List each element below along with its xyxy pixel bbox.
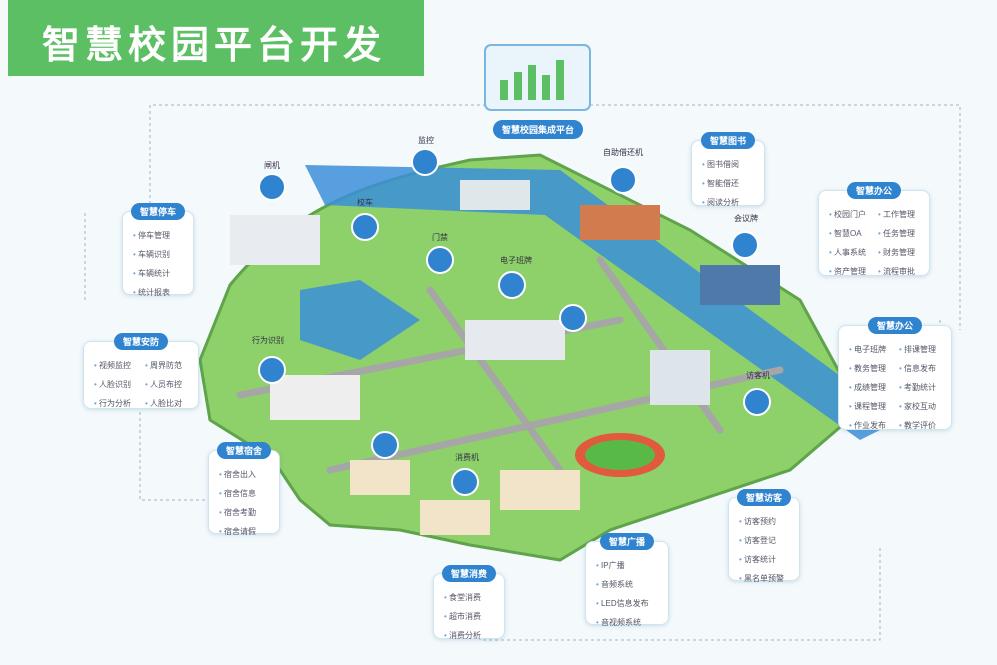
list-item: 周界防范 <box>145 356 192 375</box>
list-item: 超市消费 <box>444 607 498 626</box>
device-label-selfservice: 自助借还机 <box>603 148 643 157</box>
panel-visit-title: 智慧访客 <box>736 489 792 506</box>
device-label-face: 行为识别 <box>252 336 284 345</box>
panel-broadcast: 智慧广播 IP广播 音频系统 LED信息发布 音视频系统 <box>585 533 669 627</box>
list-item: 考勤统计 <box>899 378 945 397</box>
panel-security-title: 智慧安防 <box>113 333 169 350</box>
list-item: 车辆识别 <box>133 245 187 264</box>
list-item: 成绩管理 <box>849 378 895 397</box>
list-item: 音视频系统 <box>596 613 662 632</box>
list-item: 人脸识别 <box>94 375 141 394</box>
device-label-visitor: 访客机 <box>746 371 770 380</box>
device-label-ecard: 电子班牌 <box>500 256 532 265</box>
panel-consume: 智慧消费 食堂消费 超市消费 消费分析 <box>433 565 505 640</box>
panel-dorm-title: 智慧宿舍 <box>216 442 272 459</box>
list-item: 人员布控 <box>145 375 192 394</box>
sports-field <box>585 440 655 470</box>
panel-visit: 智慧访客 访客预约 访客登记 访客统计 黑名单预警 <box>728 489 800 583</box>
panel-admin-title: 智慧办公 <box>846 182 902 199</box>
list-item: 排课管理 <box>899 340 945 359</box>
list-item: 黑名单预警 <box>739 569 793 588</box>
list-item: 消费分析 <box>444 626 498 645</box>
device-label-monitor: 监控 <box>418 136 434 145</box>
list-item: 家校互动 <box>899 397 945 416</box>
list-item: 财务管理 <box>878 243 923 262</box>
list-item: 阅读分析 <box>702 193 758 212</box>
list-item: 工作管理 <box>878 205 923 224</box>
list-item: 任务管理 <box>878 224 923 243</box>
panel-library-title: 智慧图书 <box>700 132 756 149</box>
panel-broadcast-title: 智慧广播 <box>599 533 655 550</box>
list-item: IP广播 <box>596 556 662 575</box>
list-item: 访客登记 <box>739 531 793 550</box>
list-item: 人脸比对 <box>145 394 192 413</box>
device-label-door: 门禁 <box>432 233 448 242</box>
list-item: 宿舍请假 <box>219 522 273 541</box>
list-item: 访客统计 <box>739 550 793 569</box>
list-item: 宿舍考勤 <box>219 503 273 522</box>
list-item: 人事系统 <box>829 243 874 262</box>
panel-security: 智慧安防 视频监控 周界防范 人脸识别 人员布控 行为分析 人脸比对 <box>83 333 199 409</box>
platform-label: 智慧校园集成平台 <box>493 120 584 139</box>
list-item: 教学评价 <box>899 416 945 435</box>
list-item: 行为分析 <box>94 394 141 413</box>
list-item: 停车管理 <box>133 226 187 245</box>
panel-library: 智慧图书 图书借阅 智能借还 阅读分析 <box>691 132 765 207</box>
list-item: 食堂消费 <box>444 588 498 607</box>
device-label-pos: 消费机 <box>455 453 479 462</box>
list-item: 视频监控 <box>94 356 141 375</box>
buildings <box>230 180 780 535</box>
list-item: 智能借还 <box>702 174 758 193</box>
list-item: 教务管理 <box>849 359 895 378</box>
platform-chart <box>500 60 564 100</box>
list-item: 课程管理 <box>849 397 895 416</box>
device-label-meeting: 会议牌 <box>734 214 758 223</box>
panel-parking: 智慧停车 停车管理 车辆识别 车辆统计 统计报表 <box>122 203 194 297</box>
list-item: 车辆统计 <box>133 264 187 283</box>
panel-dorm: 智慧宿舍 宿舍出入 宿舍信息 宿舍考勤 宿舍请假 <box>208 442 280 536</box>
page-title: 智慧校园平台开发 <box>42 23 387 67</box>
panel-parking-title: 智慧停车 <box>130 203 186 220</box>
list-item: 图书借阅 <box>702 155 758 174</box>
lake <box>300 280 420 360</box>
list-item: 校园门户 <box>829 205 874 224</box>
list-item: 流程审批 <box>878 262 923 281</box>
device-pins <box>258 148 771 496</box>
device-label-gate: 闸机 <box>264 161 280 170</box>
list-item: 信息发布 <box>899 359 945 378</box>
list-item: 作业发布 <box>849 416 895 435</box>
list-item: 统计报表 <box>133 283 187 302</box>
device-label-bus: 校车 <box>357 198 373 207</box>
panel-consume-title: 智慧消费 <box>441 565 497 582</box>
list-item: LED信息发布 <box>596 594 662 613</box>
list-item: 访客预约 <box>739 512 793 531</box>
title-banner: 智慧校园平台开发 <box>8 0 424 76</box>
list-item: 资产管理 <box>829 262 874 281</box>
panel-office-title: 智慧办公 <box>867 317 923 334</box>
list-item: 智慧OA <box>829 224 874 243</box>
list-item: 宿舍出入 <box>219 465 273 484</box>
list-item: 电子班牌 <box>849 340 895 359</box>
list-item: 宿舍信息 <box>219 484 273 503</box>
platform-screen <box>484 44 591 111</box>
list-item: 音频系统 <box>596 575 662 594</box>
panel-admin: 智慧办公 校园门户 工作管理 智慧OA 任务管理 人事系统 财务管理 资产管理 … <box>818 182 930 276</box>
panel-office: 智慧办公 电子班牌 排课管理 教务管理 信息发布 成绩管理 考勤统计 课程管理 … <box>838 317 952 430</box>
